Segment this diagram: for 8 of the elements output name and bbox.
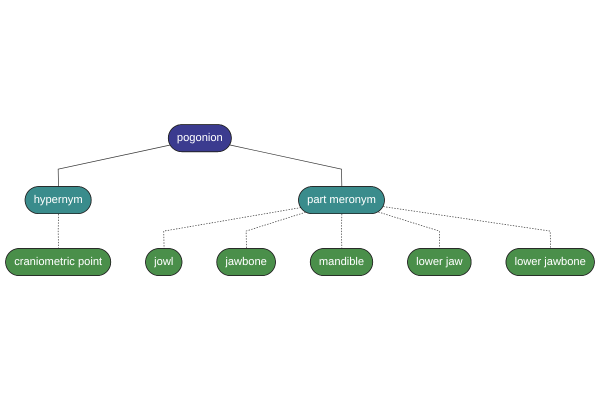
connector: [383, 206, 551, 250]
connector: [341, 214, 342, 250]
connector: [163, 207, 302, 250]
connector: [378, 212, 440, 250]
connector: [58, 144, 171, 188]
connector: [246, 212, 306, 250]
connector: [230, 144, 342, 188]
connector: [58, 214, 59, 250]
